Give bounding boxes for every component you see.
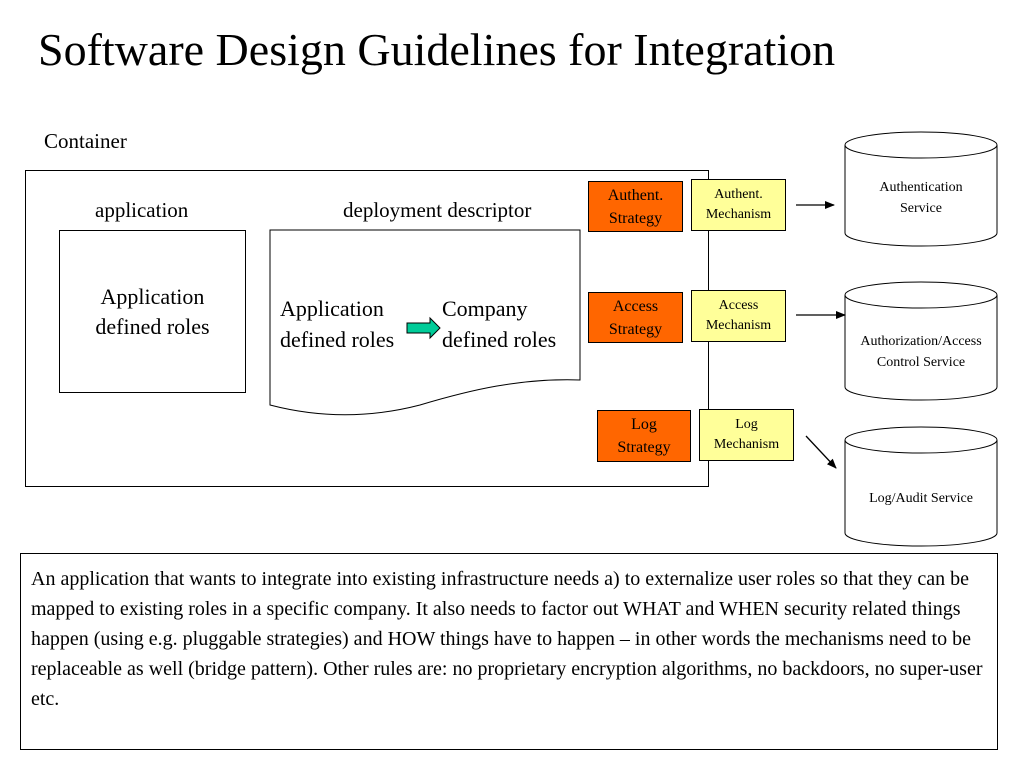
dd-company-roles-line2: defined roles: [442, 327, 557, 352]
log-mechanism-line1: Log: [735, 417, 758, 432]
dd-application-roles-line2: defined roles: [280, 327, 395, 352]
mapping-arrow-icon: [406, 316, 441, 340]
authent-mechanism-box: Authent. Mechanism: [691, 179, 786, 231]
deployment-descriptor-document: [269, 229, 581, 416]
authorization-service-cylinder: [844, 281, 998, 401]
page-title: Software Design Guidelines for Integrati…: [38, 24, 836, 75]
authentication-service-label: Authentication Service: [845, 174, 997, 222]
description-box: An application that wants to integrate i…: [20, 553, 998, 750]
dd-company-roles: Company defined roles: [442, 293, 556, 355]
authent-mechanism-line2: Mechanism: [705, 207, 772, 222]
authentication-service-line2: Service: [900, 201, 942, 216]
authent-strategy-line2: Strategy: [608, 209, 663, 227]
log-strategy-box: Log Strategy: [597, 410, 691, 462]
log-audit-service-cylinder: [844, 426, 998, 547]
authorization-service-label: Authorization/Access Control Service: [845, 328, 997, 376]
access-mechanism-box: Access Mechanism: [691, 290, 786, 342]
log-strategy-line2: Strategy: [617, 439, 671, 456]
application-label: application: [95, 198, 189, 222]
application-box: Application defined roles: [59, 230, 246, 393]
log-mechanism-box: Log Mechanism: [699, 409, 794, 461]
application-roles-line1: Application: [100, 283, 205, 309]
log-arrow-icon: [805, 435, 837, 469]
access-strategy-line2: Strategy: [608, 320, 663, 338]
access-mechanism-line1: Access: [718, 298, 759, 313]
authent-strategy-line1: Authent.: [607, 186, 664, 204]
application-roles-line2: defined roles: [95, 313, 210, 339]
authentication-service-line1: Authentication: [879, 180, 963, 195]
container-label: Container: [44, 129, 127, 153]
authent-mechanism-line1: Authent.: [714, 187, 763, 202]
log-audit-service-label: Log/Audit Service: [845, 486, 997, 510]
authorization-service-line2: Control Service: [876, 355, 966, 370]
dd-application-roles: Application defined roles: [280, 293, 394, 355]
authorization-service-line1: Authorization/Access: [860, 334, 982, 349]
access-mechanism-line2: Mechanism: [705, 318, 772, 333]
access-strategy-line1: Access: [612, 297, 659, 315]
description-text: An application that wants to integrate i…: [31, 568, 983, 710]
log-mechanism-line2: Mechanism: [713, 437, 780, 452]
dd-application-roles-line1: Application: [280, 296, 384, 321]
access-strategy-box: Access Strategy: [588, 292, 683, 343]
authent-strategy-box: Authent. Strategy: [588, 181, 683, 232]
authentication-service-cylinder: [844, 131, 998, 247]
deployment-descriptor-label: deployment descriptor: [343, 198, 532, 222]
log-strategy-line1: Log: [631, 416, 657, 433]
log-audit-service-line1: Log/Audit Service: [869, 490, 973, 506]
dd-company-roles-line1: Company: [442, 296, 528, 321]
